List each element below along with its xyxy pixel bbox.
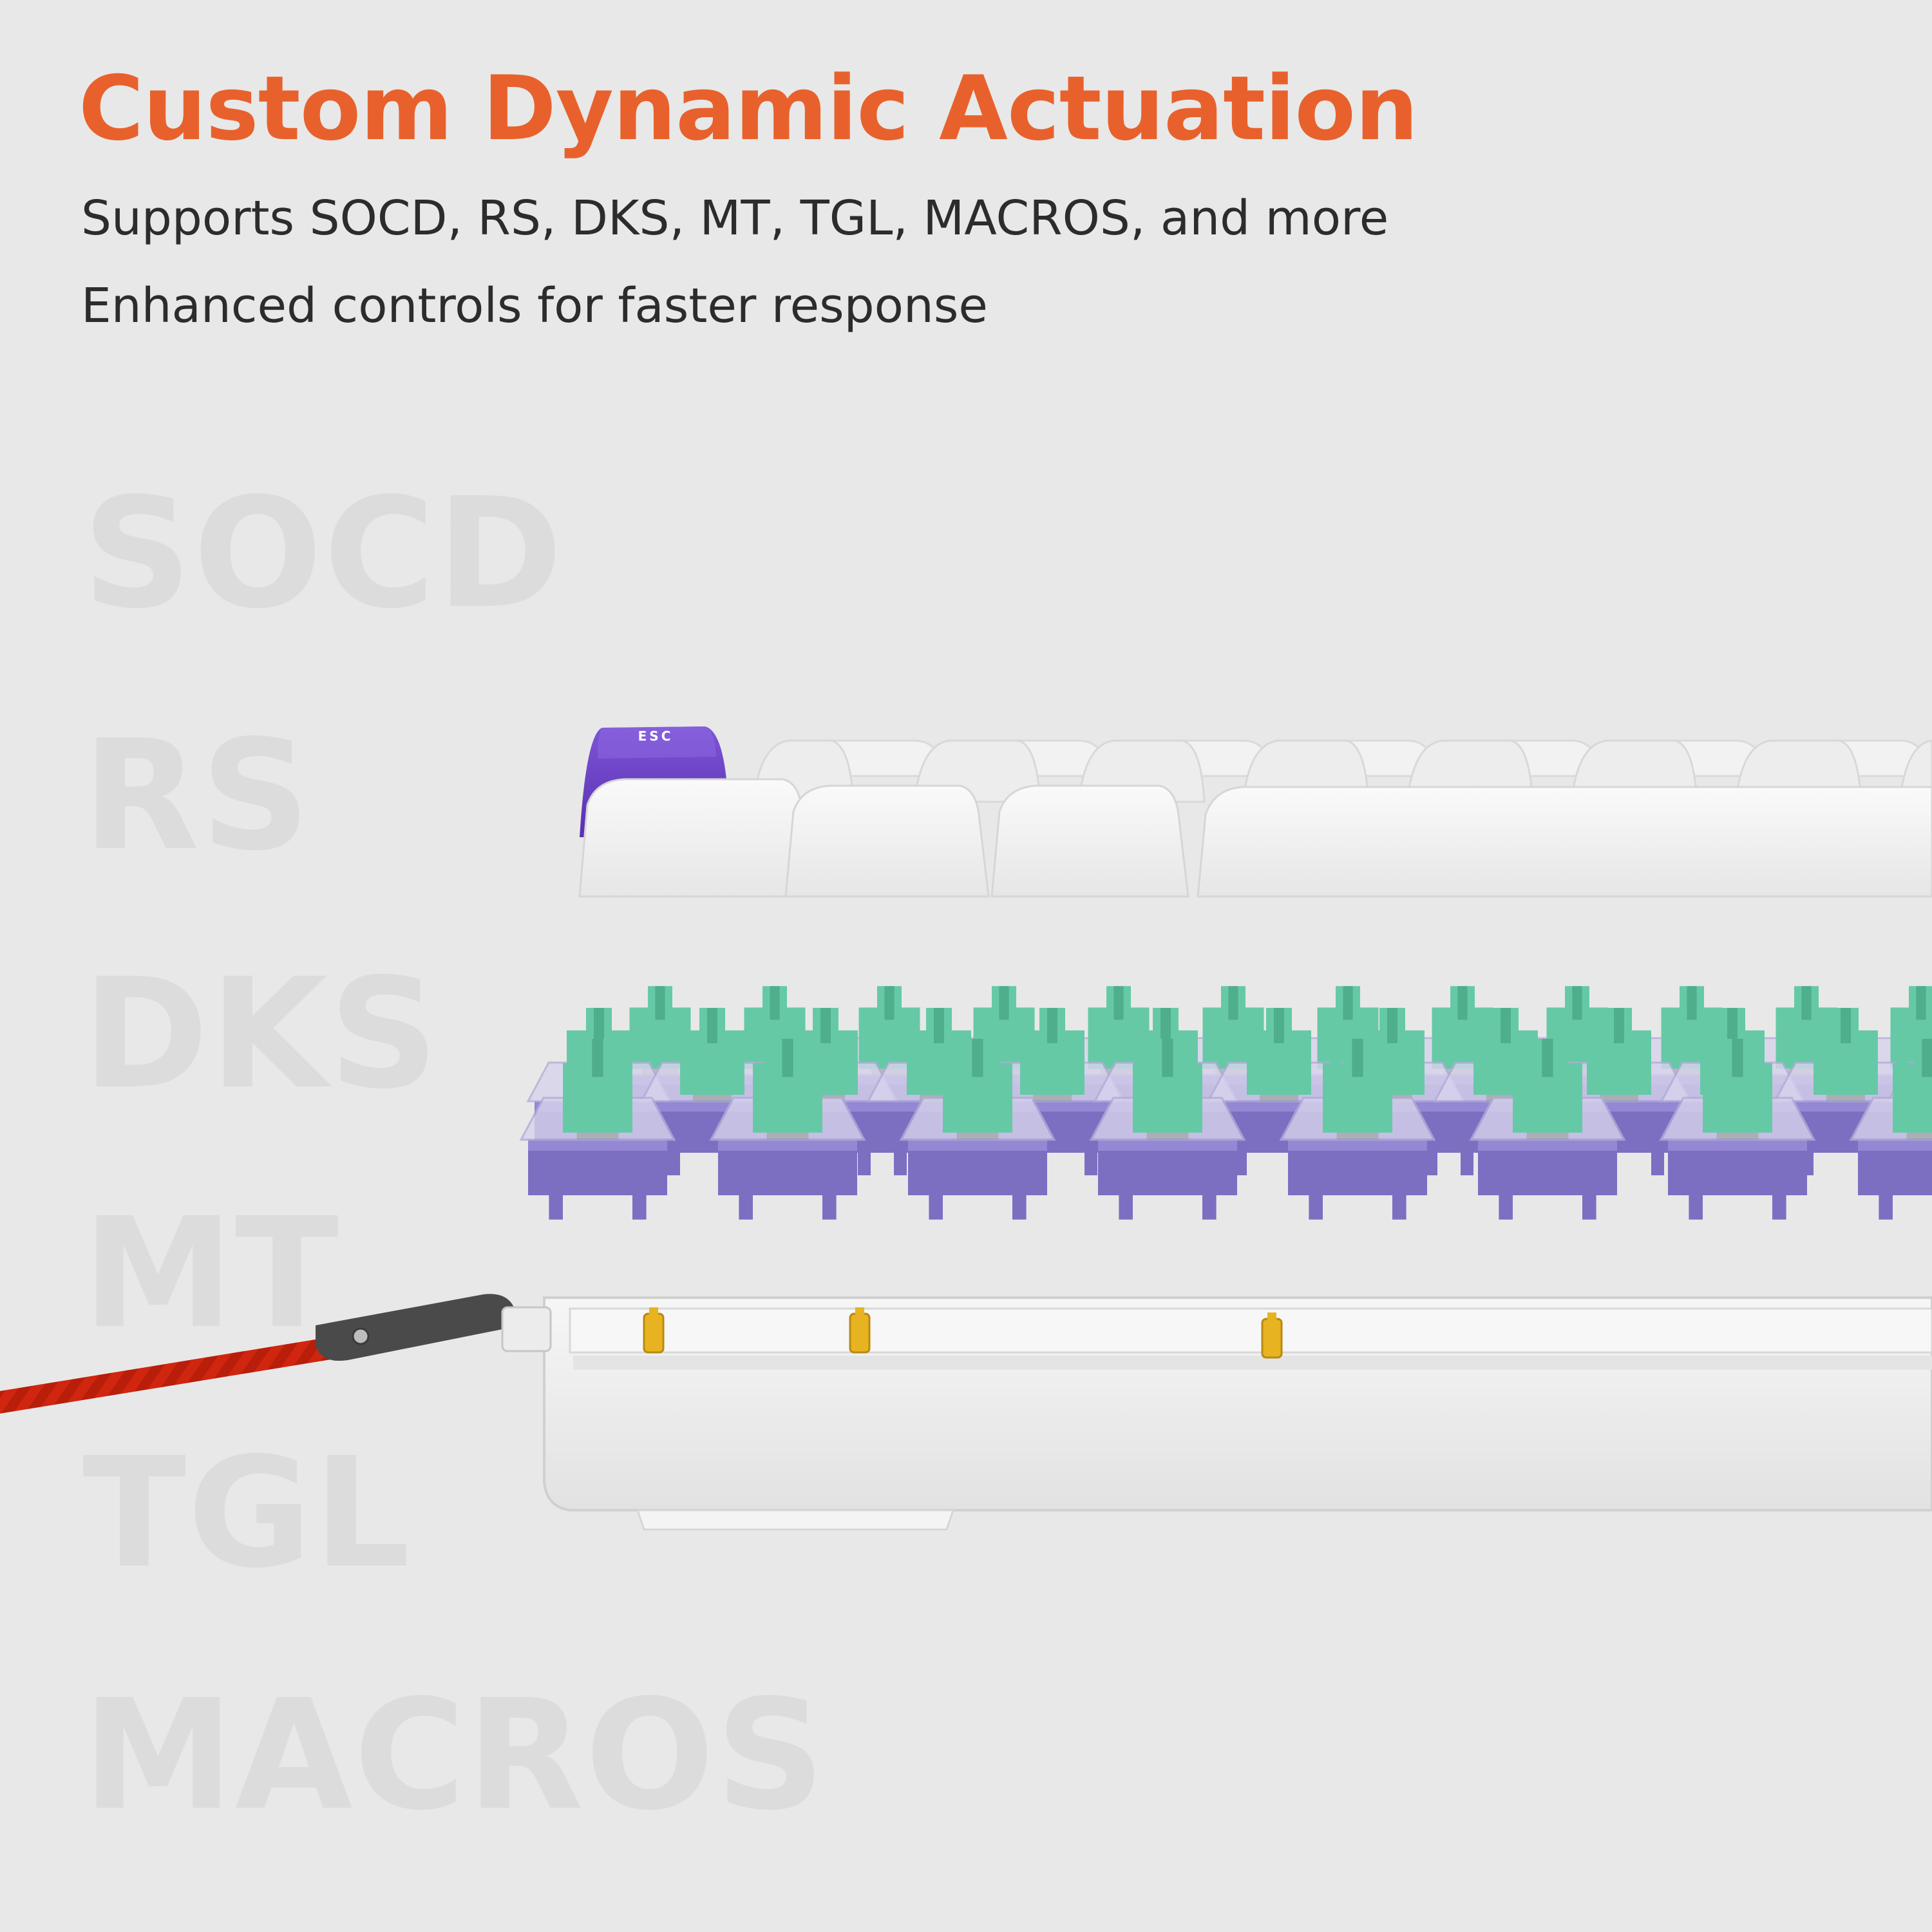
keycap-front-row bbox=[578, 778, 1932, 898]
keyboard-case bbox=[543, 1296, 1932, 1531]
mechanical-switch bbox=[1849, 1038, 1932, 1220]
mechanical-switch bbox=[1089, 1039, 1246, 1220]
esc-keycap-legend: ESC bbox=[638, 728, 674, 744]
mechanical-switch bbox=[709, 1039, 866, 1220]
mechanical-switch bbox=[1279, 1039, 1436, 1220]
feature-list-subheading: Supports SOCD, RS, DKS, MT, TGL, MACROS,… bbox=[81, 191, 1389, 246]
usb-cable bbox=[0, 1294, 552, 1414]
bg-word-socd: SOCD bbox=[82, 465, 564, 642]
bg-word-macros: MACROS bbox=[82, 1667, 827, 1844]
bg-word-dks: DKS bbox=[82, 945, 440, 1122]
stabilizer bbox=[643, 1307, 665, 1354]
stabilizer bbox=[1261, 1312, 1283, 1359]
mechanical-switch bbox=[1659, 1039, 1816, 1220]
bg-word-mt: MT bbox=[82, 1185, 340, 1362]
mechanical-switch bbox=[519, 1039, 676, 1220]
keycap-row: ESC bbox=[578, 726, 1932, 898]
mechanical-switch bbox=[1469, 1039, 1626, 1220]
response-subheading: Enhanced controls for faster response bbox=[81, 278, 988, 334]
headline: Custom Dynamic Actuation bbox=[79, 57, 1418, 160]
mechanical-switch bbox=[899, 1039, 1056, 1220]
bg-word-rs: RS bbox=[82, 707, 312, 884]
bg-word-tgl: TGL bbox=[82, 1425, 412, 1602]
stabilizer bbox=[849, 1307, 871, 1354]
switch-row bbox=[519, 986, 1932, 1220]
